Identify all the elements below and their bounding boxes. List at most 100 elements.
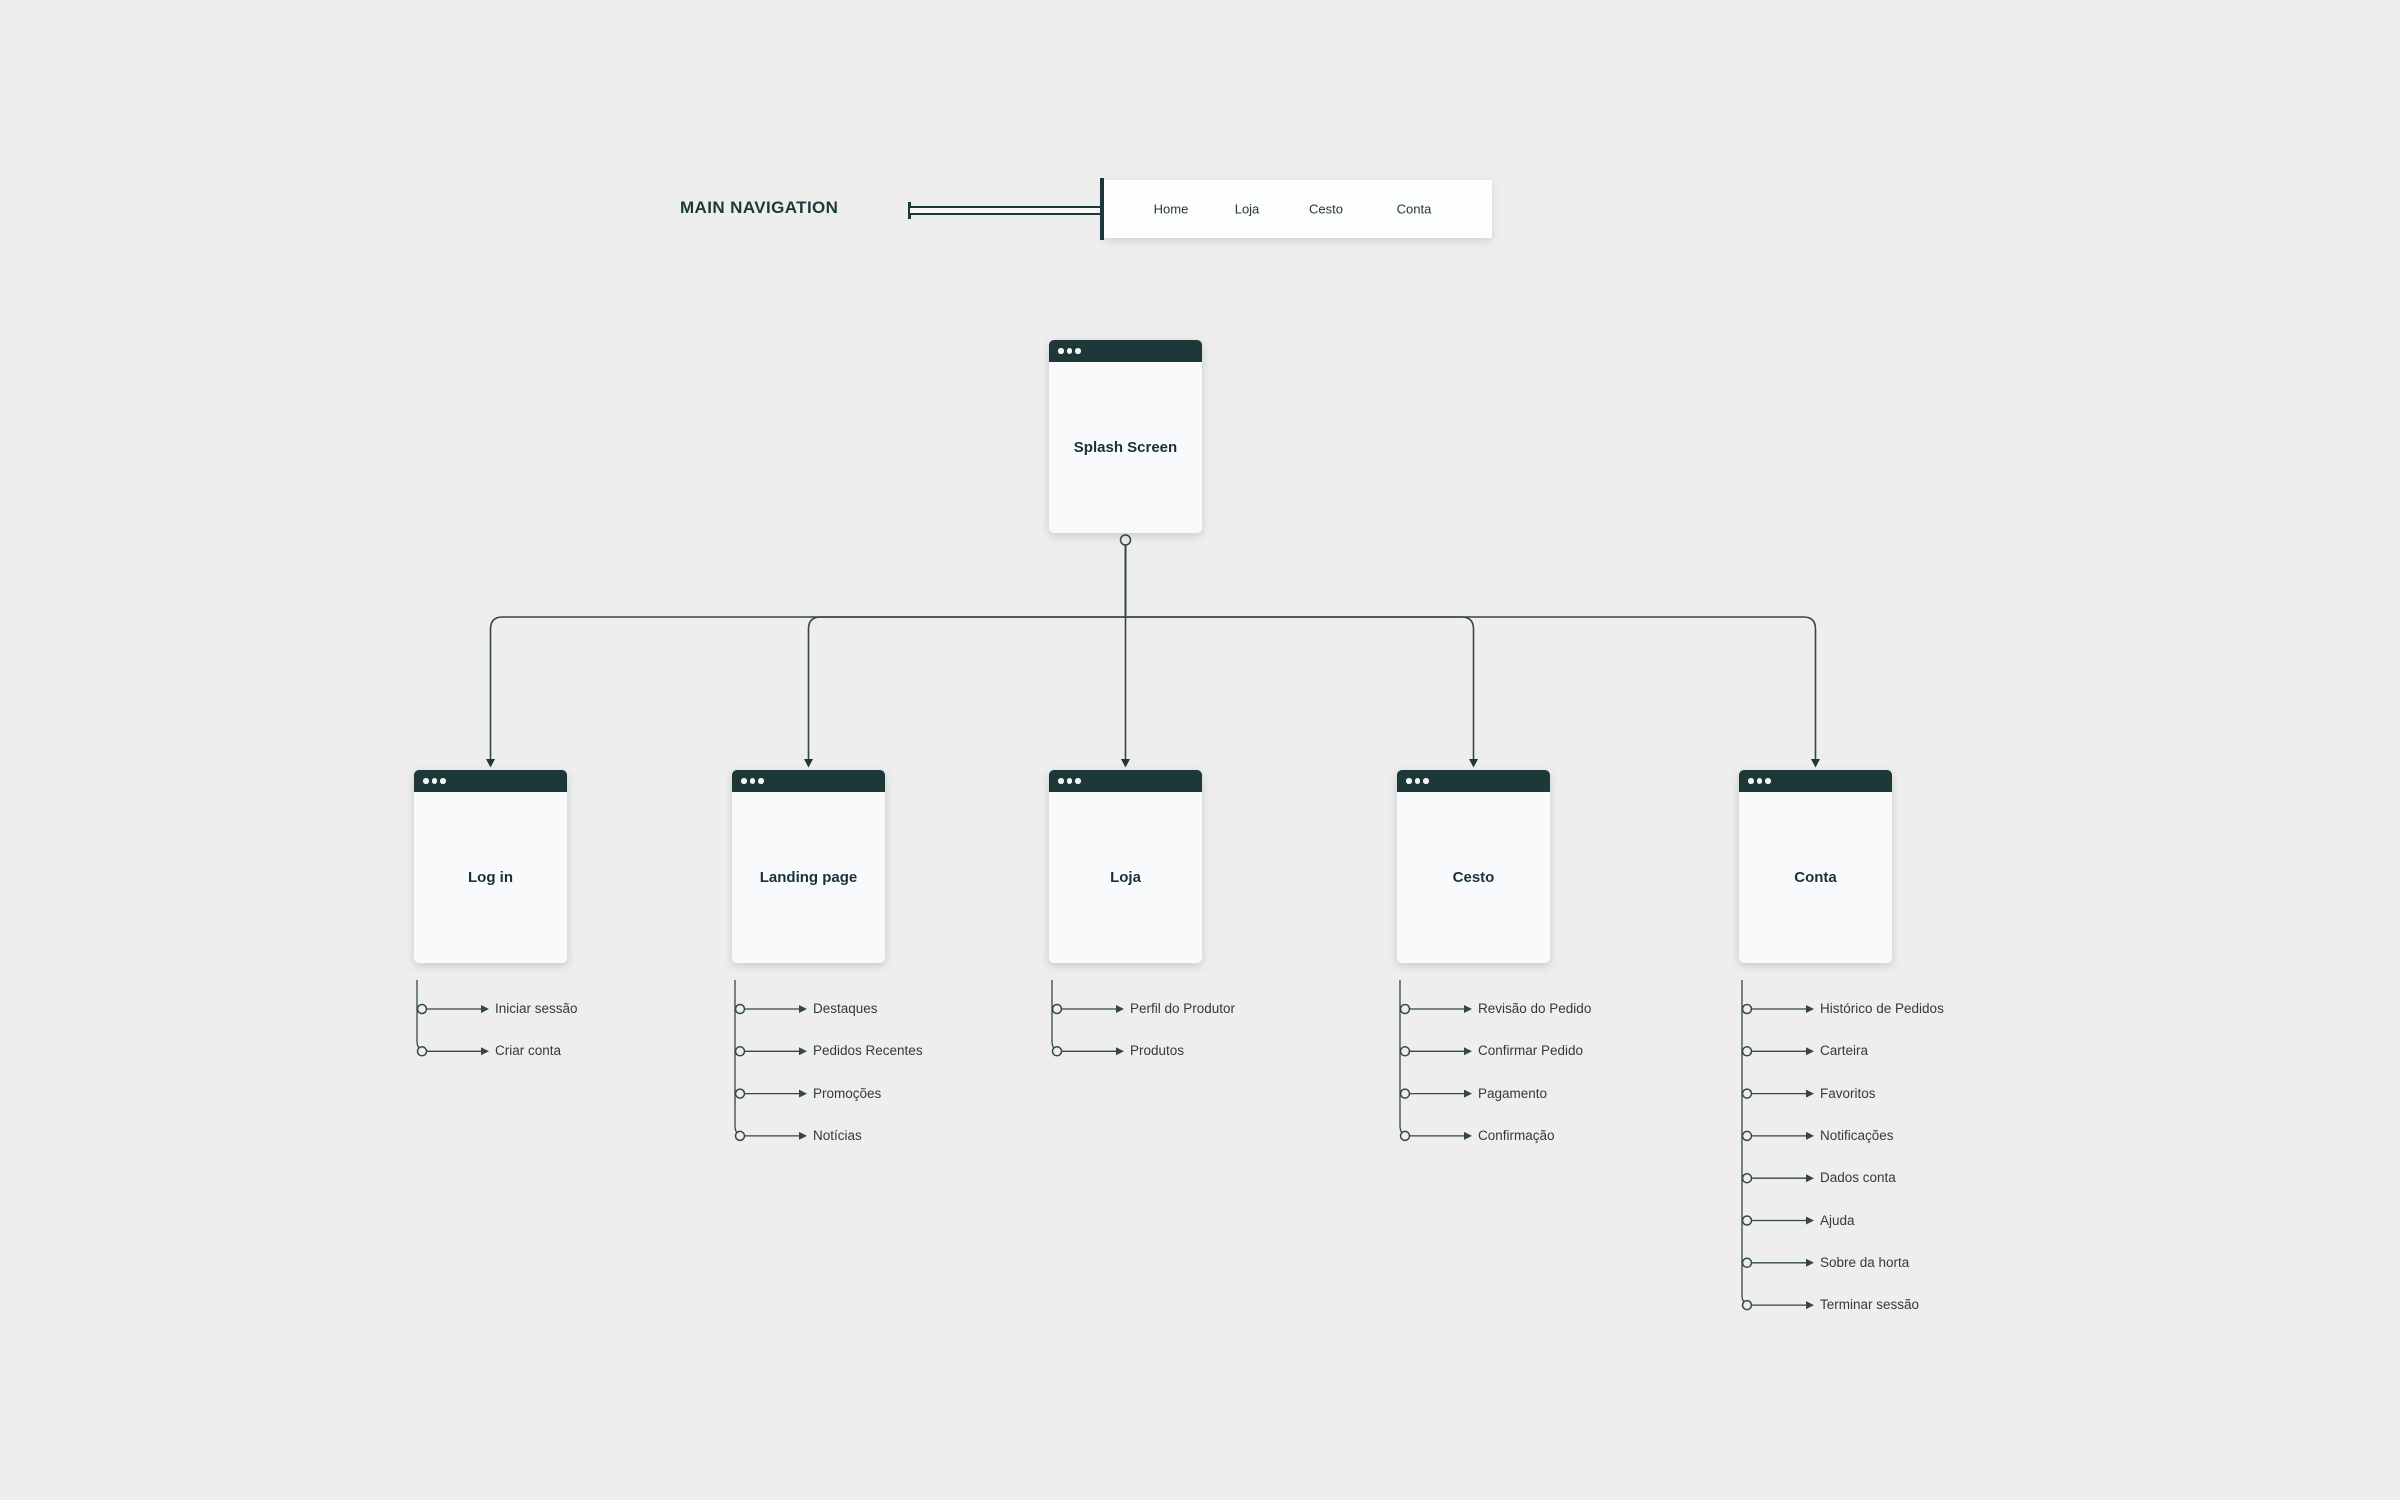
screen-window-cesto[interactable]: Cesto	[1397, 770, 1550, 963]
item-port	[734, 1046, 746, 1057]
window-dot-icon	[1414, 778, 1420, 784]
item-arrow-icon	[1464, 1005, 1472, 1013]
window-dot-icon	[1423, 778, 1429, 784]
window-dot-icon	[1765, 778, 1771, 784]
item-arrow-icon	[1116, 1047, 1124, 1056]
nav-item-cesto[interactable]: Cesto	[1309, 201, 1343, 217]
flow-item-confirmacao: Confirmação	[1478, 1128, 1555, 1144]
item-arrow-icon	[799, 1047, 807, 1056]
flow-item-sobre-da-horta: Sobre da horta	[1820, 1254, 1910, 1270]
window-dot-icon	[1066, 348, 1072, 354]
item-port	[416, 1003, 428, 1015]
item-port	[1741, 1215, 1753, 1226]
flow-item-produtos: Produtos	[1130, 1043, 1185, 1059]
window-dot-icon	[1406, 778, 1412, 784]
window-dot-icon	[440, 778, 446, 784]
window-dot-icon	[431, 778, 437, 784]
window-dot-icon	[1756, 778, 1762, 784]
nav-item-loja[interactable]: Loja	[1234, 201, 1260, 217]
window-body: Loja	[1049, 792, 1202, 963]
item-port	[734, 1088, 746, 1099]
main-navigation-bar[interactable]: Home Loja Cesto Conta	[1104, 180, 1492, 238]
window-body: Cesto	[1397, 792, 1550, 963]
flow-item-perfil-do-produtor: Perfil do Produtor	[1130, 1001, 1236, 1017]
window-dot-icon	[1075, 348, 1081, 354]
flow-item-criar-conta: Criar conta	[495, 1043, 562, 1059]
window-dot-icon	[1748, 778, 1754, 784]
item-arrow-icon	[1806, 1005, 1814, 1013]
screen-window-conta[interactable]: Conta	[1739, 770, 1892, 963]
branch-line-cesto	[1124, 545, 1475, 764]
navigation-connector-line	[910, 206, 1102, 215]
flow-item-noticias: Notícias	[813, 1128, 862, 1144]
window-titlebar	[1049, 340, 1202, 362]
item-arrow-icon	[1464, 1089, 1472, 1098]
window-titlebar	[1397, 770, 1550, 792]
flow-item-dados-conta: Dados conta	[1820, 1170, 1896, 1186]
screen-window-log-in[interactable]: Log in	[414, 770, 567, 963]
window-dot-icon	[749, 778, 755, 784]
item-arrow-icon	[1806, 1258, 1814, 1267]
flow-item-pedidos-recentes: Pedidos Recentes	[813, 1043, 923, 1059]
item-spine-cesto	[1399, 980, 1411, 1137]
item-arrow-icon	[1806, 1047, 1814, 1056]
window-titlebar	[732, 770, 885, 792]
screen-title: Landing page	[759, 869, 858, 886]
item-port	[416, 1046, 428, 1057]
item-port	[1399, 1003, 1411, 1015]
window-dot-icon	[758, 778, 764, 784]
screen-title: Cesto	[1452, 869, 1495, 886]
flow-item-iniciar-sessao: Iniciar sessão	[495, 1001, 578, 1017]
branch-line-landing-page	[807, 545, 1127, 764]
navigation-connector-bar	[1100, 178, 1104, 240]
item-arrow-icon	[799, 1005, 807, 1013]
screen-title: Log in	[468, 869, 513, 886]
item-arrow-icon	[1806, 1089, 1814, 1098]
item-port	[734, 1130, 746, 1142]
nav-item-conta[interactable]: Conta	[1396, 201, 1432, 217]
window-titlebar	[414, 770, 567, 792]
flow-item-revisao-do-pedido: Revisão do Pedido	[1478, 1001, 1592, 1017]
item-arrow-icon	[1116, 1005, 1124, 1013]
branch-arrow-icon	[1469, 759, 1478, 768]
item-port	[1741, 1046, 1753, 1057]
flow-item-carteira: Carteira	[1820, 1043, 1869, 1059]
branch-line-log-in	[489, 545, 1127, 764]
splash-connector-port	[1119, 534, 1132, 546]
screen-window-landing-page[interactable]: Landing page	[732, 770, 885, 963]
item-port	[734, 1003, 746, 1015]
screen-window-loja[interactable]: Loja	[1049, 770, 1202, 963]
item-spine-conta	[1741, 980, 1753, 1306]
item-arrow-icon	[1806, 1216, 1814, 1225]
item-spine-loja	[1051, 980, 1063, 1052]
screen-title: Splash Screen	[1073, 439, 1178, 456]
window-titlebar	[1739, 770, 1892, 792]
flow-item-ajuda: Ajuda	[1820, 1212, 1855, 1228]
screen-title: Loja	[1110, 869, 1141, 886]
branch-arrow-icon	[486, 759, 495, 768]
item-arrow-icon	[481, 1047, 489, 1056]
nav-item-home[interactable]: Home	[1153, 201, 1189, 217]
item-arrow-icon	[1806, 1174, 1814, 1183]
screen-window-splash-screen[interactable]: Splash Screen	[1049, 340, 1202, 533]
window-dot-icon	[1066, 778, 1072, 784]
flow-item-historico-de-pedidos: Histórico de Pedidos	[1820, 1001, 1944, 1017]
item-spine-log-in	[416, 980, 428, 1052]
item-port	[1741, 1130, 1753, 1142]
flow-item-destaques: Destaques	[813, 1001, 878, 1017]
item-arrow-icon	[481, 1005, 489, 1013]
flow-item-terminar-sessao: Terminar sessão	[1820, 1297, 1920, 1313]
window-dot-icon	[1058, 778, 1064, 784]
branch-arrow-icon	[1121, 759, 1130, 768]
window-body: Splash Screen	[1049, 362, 1202, 533]
item-port	[1741, 1257, 1753, 1269]
item-arrow-icon	[799, 1131, 807, 1140]
window-dot-icon	[1075, 778, 1081, 784]
window-body: Log in	[414, 792, 567, 963]
item-arrow-icon	[1806, 1301, 1814, 1310]
item-port	[1741, 1299, 1753, 1311]
item-port	[1399, 1046, 1411, 1057]
window-body: Conta	[1739, 792, 1892, 963]
flow-item-confirmar-pedido: Confirmar Pedido	[1478, 1043, 1584, 1059]
